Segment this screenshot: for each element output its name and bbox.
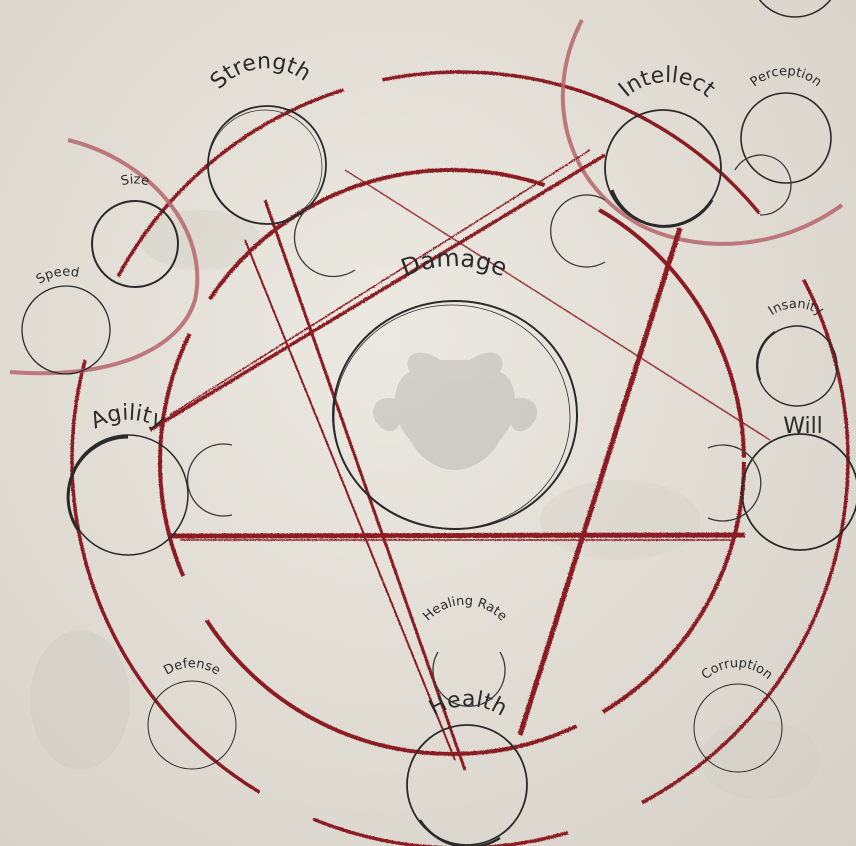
speed-circle[interactable]: [22, 286, 110, 374]
healing-rate-label: Healing Rate: [420, 594, 509, 624]
will-label: Will: [783, 414, 823, 439]
insanity-label: Insanity: [766, 297, 826, 319]
defense-label: Defense: [161, 656, 222, 678]
perception-label: Perception: [748, 64, 825, 90]
top-right-partial-circle: [750, 0, 840, 17]
intellect-modifier-slot[interactable]: [551, 195, 605, 267]
damage-label: Damage: [397, 244, 511, 282]
size-label: Size: [120, 172, 151, 189]
speed-node[interactable]: Speed: [22, 265, 110, 374]
strength-modifier-slot[interactable]: [295, 205, 355, 276]
agility-modifier-slot[interactable]: [188, 444, 232, 516]
strength-label: Strength: [206, 49, 315, 94]
corruption-label: Corruption: [699, 656, 775, 683]
size-circle[interactable]: [92, 201, 178, 287]
damage-node[interactable]: Damage: [333, 244, 577, 529]
speed-label: Speed: [34, 265, 81, 288]
intellect-label: Intellect: [614, 63, 720, 103]
agility-node[interactable]: Agility: [68, 401, 232, 555]
size-node[interactable]: Size: [92, 172, 178, 287]
agility-label: Agility: [87, 401, 170, 435]
will-node[interactable]: Will: [708, 414, 856, 550]
corruption-node[interactable]: Corruption: [694, 656, 782, 772]
defense-circle[interactable]: [148, 681, 236, 769]
perception-node[interactable]: Perception: [735, 64, 831, 215]
health-node[interactable]: Health: [407, 687, 527, 846]
defense-node[interactable]: Defense: [148, 656, 236, 769]
corruption-circle[interactable]: [694, 684, 782, 772]
strength-circle[interactable]: [208, 106, 326, 224]
insanity-node[interactable]: Insanity: [757, 297, 837, 406]
